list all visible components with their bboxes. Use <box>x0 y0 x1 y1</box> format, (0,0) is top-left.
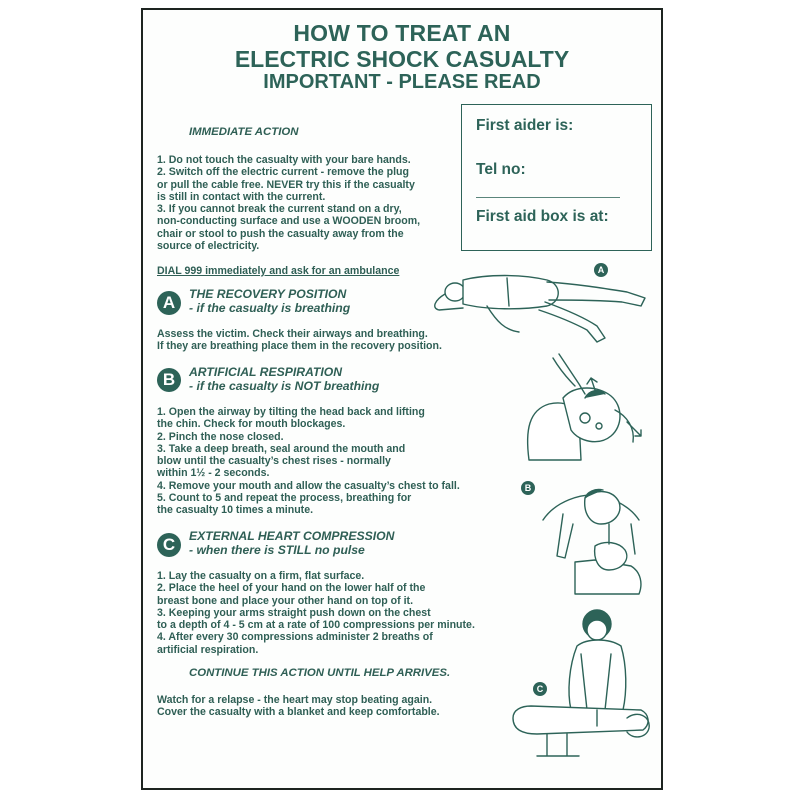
section-b-text: 1. Open the airway by tilting the head b… <box>157 406 460 517</box>
section-c-line: breast bone and place your other hand on… <box>157 594 414 607</box>
closing-text: Watch for a relapse - the heart may stop… <box>157 694 440 719</box>
immediate-line: chair or stool to push the casualty away… <box>157 227 404 240</box>
title-line-3: IMPORTANT - PLEASE READ <box>263 71 541 93</box>
immediate-line: is still in contact with the current. <box>157 190 326 203</box>
airway-tilt-illustration <box>526 353 642 461</box>
immediate-line: 2. Switch off the electric current - rem… <box>157 166 409 179</box>
illustration-c-badge: C <box>533 682 547 696</box>
immediate-line: 3. If you cannot break the current stand… <box>157 203 402 216</box>
section-a-subheading: - if the casualty is breathing <box>189 301 351 315</box>
section-b-line: within 1½ - 2 seconds. <box>157 467 270 480</box>
section-c-line: 2. Place the heel of your hand on the lo… <box>157 582 426 595</box>
section-c-title: EXTERNAL HEART COMPRESSION - when there … <box>189 529 394 557</box>
mouth-to-mouth-illustration <box>542 488 642 595</box>
immediate-action-heading: IMMEDIATE ACTION <box>189 126 299 138</box>
tel-label: Tel no: <box>476 161 526 178</box>
section-a-line: Assess the victim. Check their airways a… <box>157 328 428 340</box>
immediate-line: 1. Do not touch the casualty with your b… <box>157 154 411 166</box>
section-b-title: ARTIFICIAL RESPIRATION - if the casualty… <box>189 365 379 393</box>
closing-line: Watch for a relapse - the heart may stop… <box>157 694 433 706</box>
section-c-line: 4. After every 30 compressions administe… <box>157 631 433 644</box>
immediate-line: or pull the cable free. NEVER try this i… <box>157 178 415 191</box>
section-c-badge: C <box>157 533 181 557</box>
first-aid-info-box: First aider is: Tel no: First aid box is… <box>461 104 652 251</box>
section-c-line: artificial respiration. <box>157 643 259 656</box>
chest-compression-illustration <box>512 609 650 757</box>
section-a-badge: A <box>157 291 181 315</box>
illustration-a-badge: A <box>594 263 608 277</box>
section-b-line: 1. Open the airway by tilting the head b… <box>157 406 425 418</box>
section-b-badge: B <box>157 368 181 392</box>
recovery-position-illustration <box>434 274 646 343</box>
first-aid-box-label: First aid box is at: <box>476 208 609 225</box>
section-c-line: to a depth of 4 - 5 cm at a rate of 100 … <box>157 619 475 632</box>
section-b-subheading: - if the casualty is NOT breathing <box>189 379 380 393</box>
immediate-line: source of electricity. <box>157 240 260 253</box>
illustration-b-badge: B <box>521 481 535 495</box>
section-a-text: Assess the victim. Check their airways a… <box>157 328 442 353</box>
section-c-line: 3. Keeping your arms straight push down … <box>157 606 431 619</box>
section-b-line: 3. Take a deep breath, seal around the m… <box>157 442 406 455</box>
safety-sign: HOW TO TREAT AN ELECTRIC SHOCK CASUALTY … <box>141 8 663 790</box>
section-b-line: the casualty 10 times a minute. <box>157 504 314 517</box>
section-b-line: 4. Remove your mouth and allow the casua… <box>157 479 460 492</box>
section-c-subheading: - when there is STILL no pulse <box>189 543 365 557</box>
section-c-heading: EXTERNAL HEART COMPRESSION <box>189 529 395 543</box>
info-divider <box>476 197 620 198</box>
first-aider-label: First aider is: <box>476 117 574 134</box>
section-a-title: THE RECOVERY POSITION - if the casualty … <box>189 287 350 315</box>
section-a-heading: THE RECOVERY POSITION <box>189 287 347 301</box>
section-c-text: 1. Lay the casualty on a firm, flat surf… <box>157 570 475 656</box>
title-line-2: ELECTRIC SHOCK CASUALTY <box>234 46 570 72</box>
section-c-line: 1. Lay the casualty on a firm, flat surf… <box>157 570 365 582</box>
immediate-action-text: 1. Do not touch the casualty with your b… <box>157 154 420 252</box>
immediate-line: non-conducting surface and use a WOODEN … <box>157 215 421 228</box>
title-line-1: HOW TO TREAT AN <box>293 20 511 46</box>
section-b-heading: ARTIFICIAL RESPIRATION <box>189 365 343 379</box>
section-b-line: the chin. Check for mouth blockages. <box>157 418 346 431</box>
continue-action-heading: CONTINUE THIS ACTION UNTIL HELP ARRIVES. <box>189 667 451 679</box>
section-b-line: blow until the casualty’s chest rises - … <box>157 455 391 468</box>
dial-999-notice: DIAL 999 immediately and ask for an ambu… <box>157 265 400 277</box>
section-b-line: 5. Count to 5 and repeat the process, br… <box>157 492 412 505</box>
closing-line: Cover the casualty with a blanket and ke… <box>157 706 440 719</box>
section-b-line: 2. Pinch the nose closed. <box>157 430 284 443</box>
section-a-line: If they are breathing place them in the … <box>157 340 442 353</box>
